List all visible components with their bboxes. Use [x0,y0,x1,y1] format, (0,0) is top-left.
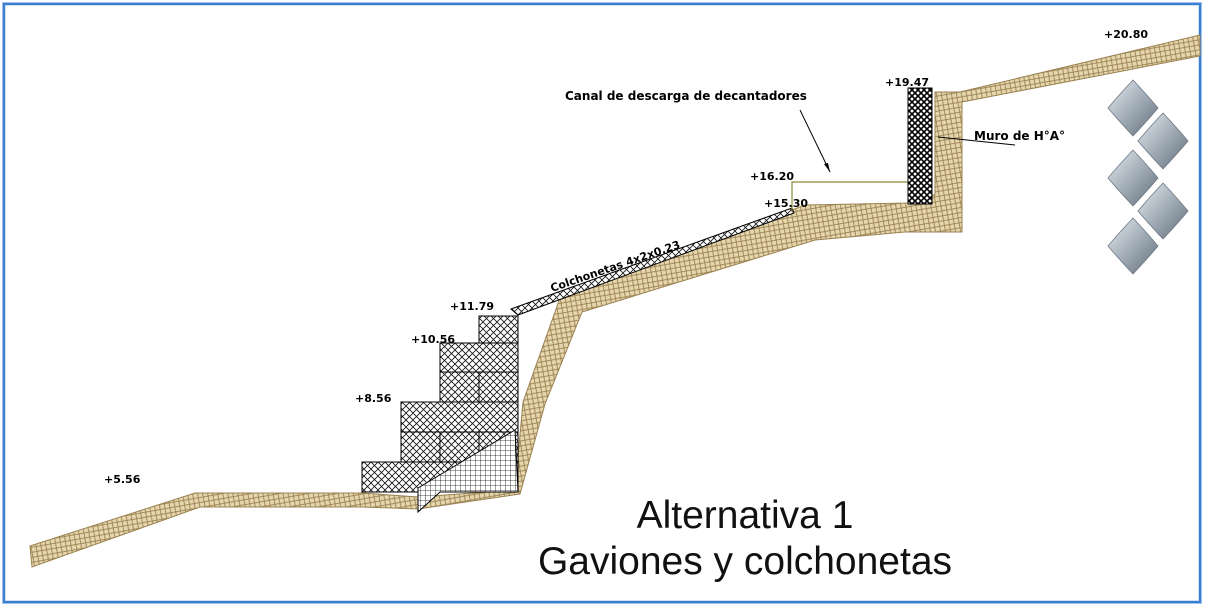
figure-caption: Alternativa 1 Gaviones y colchonetas [430,493,1060,585]
wall-label: Muro de H°A° [974,129,1065,143]
ground-profile-soil [29,34,1201,568]
elevation-19-47: +19.47 [885,76,929,89]
canal-leader-arrow [824,163,830,172]
elevation-15-30: +15.30 [764,197,808,210]
canal-label: Canal de descarga de decantadores [565,89,807,103]
elevation-11-79: +11.79 [450,300,494,313]
caption-subtitle: Gaviones y colchonetas [537,540,953,583]
elevation-8-56: +8.56 [355,392,392,405]
gabion-foundation [417,429,519,514]
canal-leader [799,109,831,173]
elevation-10-56: +10.56 [411,333,455,346]
wall-leader [937,136,1016,146]
elevation-16-20: +16.20 [750,170,794,183]
mattress-layer [510,207,795,316]
elevation-5-56: +5.56 [104,473,141,486]
discharge-canal [791,181,908,212]
concrete-wall [907,87,933,205]
company-logo [1107,79,1189,275]
elevation-20-80: +20.80 [1104,28,1148,41]
caption-title: Alternativa 1 [636,494,854,537]
